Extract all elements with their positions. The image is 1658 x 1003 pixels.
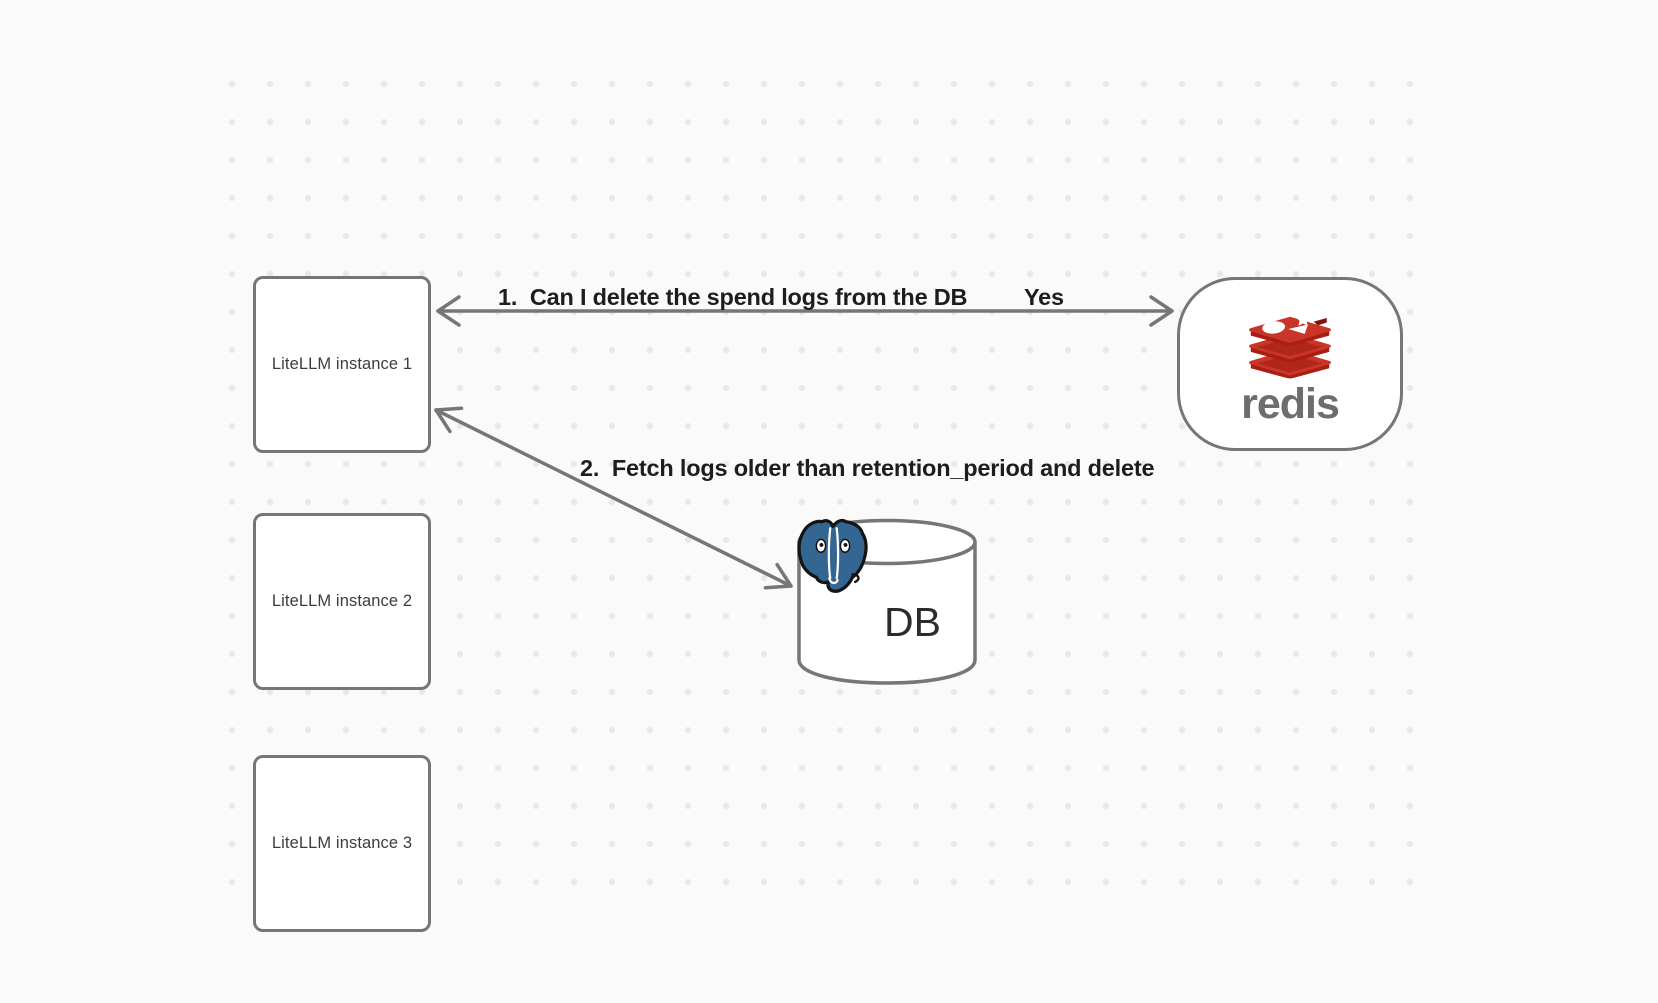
postgresql-logo-icon — [797, 518, 868, 593]
redis-logo-icon — [1249, 311, 1331, 378]
node-litellm-instance-2[interactable]: LiteLLM instance 2 — [253, 513, 431, 690]
db-label: DB — [884, 599, 941, 645]
redis-wordmark: redis — [1241, 379, 1340, 428]
node-redis[interactable]: redis — [1177, 277, 1403, 451]
node-label: LiteLLM instance 1 — [271, 355, 413, 373]
edge-1-response-label: Yes — [1024, 284, 1064, 310]
node-label: LiteLLM instance 2 — [271, 592, 413, 610]
edge-1-label: 1. Can I delete the spend logs from the … — [498, 284, 968, 310]
edge-2-label: 2. Fetch logs older than retention_perio… — [580, 455, 1155, 481]
node-label: LiteLLM instance 3 — [271, 834, 413, 852]
node-litellm-instance-3[interactable]: LiteLLM instance 3 — [253, 755, 431, 932]
node-database[interactable]: DB — [796, 517, 978, 687]
node-litellm-instance-1[interactable]: LiteLLM instance 1 — [253, 276, 431, 453]
